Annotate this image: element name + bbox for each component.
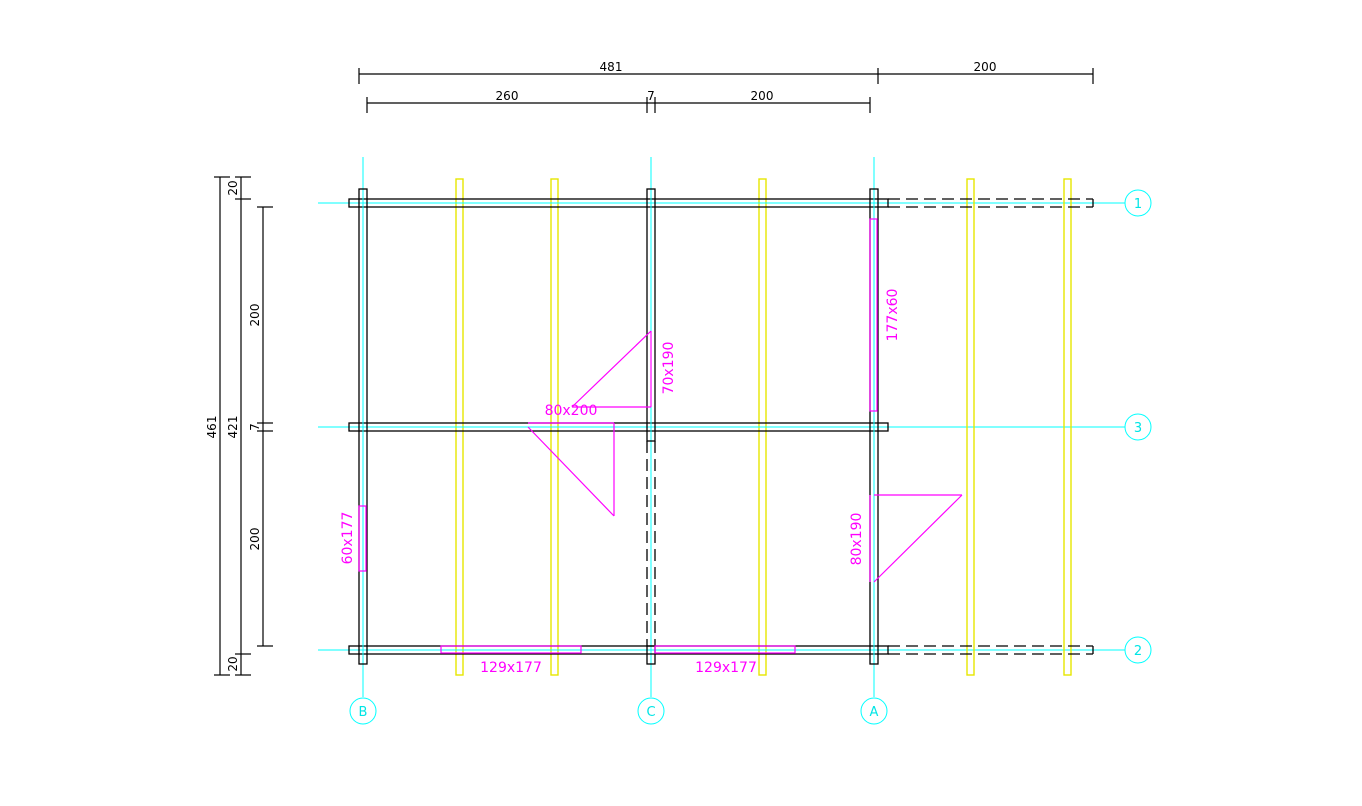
- window-bottom-left: 129x177: [440, 645, 582, 676]
- window-right-upper-label: 177x60: [885, 289, 901, 342]
- dimension-left-top-label: 20: [226, 180, 240, 195]
- window-left-lower-label: 60x177: [340, 512, 356, 565]
- axis-label-row-top: 1: [1134, 197, 1142, 212]
- walls: [348, 188, 1094, 665]
- door-mid-left: 80x200: [527, 403, 615, 517]
- dimension-top-total: 481: [358, 60, 879, 84]
- axis-label-row-bottom: 2: [1134, 644, 1142, 659]
- dimension-left-upper-label: 200: [248, 304, 262, 327]
- dimension-top-right: 200: [878, 60, 1094, 84]
- axis-label-col-right: A: [870, 705, 879, 720]
- axis-bubble-row-bottom: 2: [1124, 636, 1152, 664]
- dimension-top-mid-label: 7: [647, 89, 655, 103]
- dimension-top-midright-label: 200: [751, 89, 774, 103]
- axis-bubble-col-left: B: [349, 697, 377, 725]
- window-left-lower: 60x177: [340, 505, 367, 572]
- dimension-left-inner-label: 421: [226, 416, 240, 439]
- axis-bubble-col-mid: C: [637, 697, 665, 725]
- axis-label-col-left: B: [359, 705, 368, 720]
- door-right-lower: 80x190: [849, 494, 963, 583]
- dimension-left-rooms: 200 7 200: [248, 206, 273, 647]
- dimension-left-inner: 20 421 20: [226, 176, 251, 676]
- door-right-lower-label: 80x190: [849, 513, 865, 566]
- axis-label-row-mid: 3: [1134, 421, 1142, 436]
- window-bottom-right: 129x177: [654, 645, 796, 676]
- dimension-left-bottom-label: 20: [226, 656, 240, 671]
- window-bottom-right-label: 129x177: [695, 660, 757, 676]
- window-right-upper: 177x60: [869, 218, 901, 412]
- axis-bubble-row-top: 1: [1124, 189, 1152, 217]
- door-mid-upper-label: 70x190: [661, 342, 677, 395]
- dimension-top-right-label: 200: [974, 60, 997, 74]
- dimension-left-total-label: 461: [205, 416, 219, 439]
- dimension-top-total-label: 481: [600, 60, 623, 74]
- door-mid-left-label: 80x200: [545, 403, 598, 419]
- dimension-left-total: 461: [205, 176, 230, 676]
- axis-bubble-col-right: A: [860, 697, 888, 725]
- dimension-top-left-label: 260: [496, 89, 519, 103]
- door-mid-upper: 70x190: [571, 330, 677, 408]
- dimension-left-mid-label: 7: [248, 423, 262, 431]
- dimension-left-lower-label: 200: [248, 528, 262, 551]
- window-bottom-left-label: 129x177: [480, 660, 542, 676]
- axis-bubble-row-mid: 3: [1124, 413, 1152, 441]
- axis-label-col-mid: C: [646, 705, 655, 720]
- dimension-top-row2: 260 7 200: [366, 89, 871, 113]
